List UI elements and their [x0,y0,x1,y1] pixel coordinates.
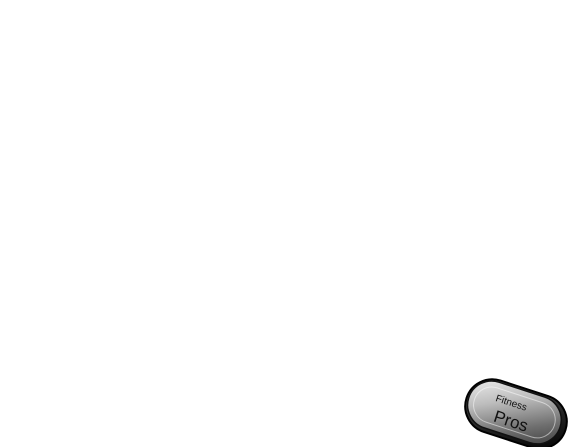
fitness-pros-logo[interactable]: Fitness Pros [460,376,573,447]
fitness-pros-logo-icon: Fitness Pros [464,378,568,447]
